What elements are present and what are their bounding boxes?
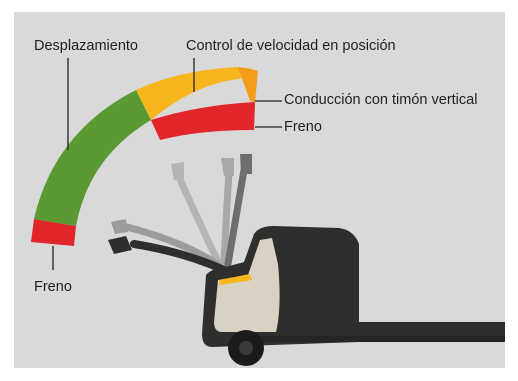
tiller-active-handle bbox=[108, 236, 132, 254]
travel-zone bbox=[34, 90, 151, 226]
bottom-brake-zone bbox=[31, 219, 76, 246]
tiller-active-arm bbox=[130, 240, 228, 274]
tiller-ghost-3 bbox=[123, 223, 221, 268]
tiller-arc bbox=[31, 67, 258, 246]
top-brake-zone bbox=[151, 102, 255, 140]
label-desplazamiento: Desplazamiento bbox=[34, 38, 138, 54]
truck-wheel-hub bbox=[239, 341, 253, 355]
tiller-ghost-3-handle bbox=[111, 219, 128, 234]
truck-fork-base bbox=[244, 336, 505, 342]
speed-control-zone bbox=[136, 67, 250, 120]
tiller-ghost-1 bbox=[175, 173, 223, 268]
truck-fork bbox=[306, 322, 505, 336]
pallet-truck bbox=[202, 226, 505, 366]
tiller-zones-diagram bbox=[31, 58, 505, 366]
tiller-ghost-2-handle bbox=[221, 158, 234, 176]
label-control-velocidad: Control de velocidad en posición bbox=[186, 38, 396, 54]
tiller-ghost-positions bbox=[111, 154, 252, 268]
tiller-ghost-4-handle bbox=[240, 154, 252, 174]
label-conduccion-timon: Conducción con timón vertical bbox=[284, 92, 478, 108]
tiller-active bbox=[108, 236, 228, 274]
truck-orange-band bbox=[219, 274, 252, 285]
tiller-ghost-4 bbox=[224, 166, 248, 268]
leader-lines bbox=[52, 58, 282, 270]
label-freno-bottom: Freno bbox=[34, 279, 72, 295]
tiller-ghost-1-handle bbox=[171, 162, 184, 180]
vertical-tiller-zone bbox=[238, 67, 258, 102]
tiller-ghost-2 bbox=[220, 168, 233, 268]
diagram-panel: Desplazamiento Control de velocidad en p… bbox=[14, 12, 505, 368]
label-freno-top: Freno bbox=[284, 119, 322, 135]
truck-cover bbox=[214, 238, 280, 332]
